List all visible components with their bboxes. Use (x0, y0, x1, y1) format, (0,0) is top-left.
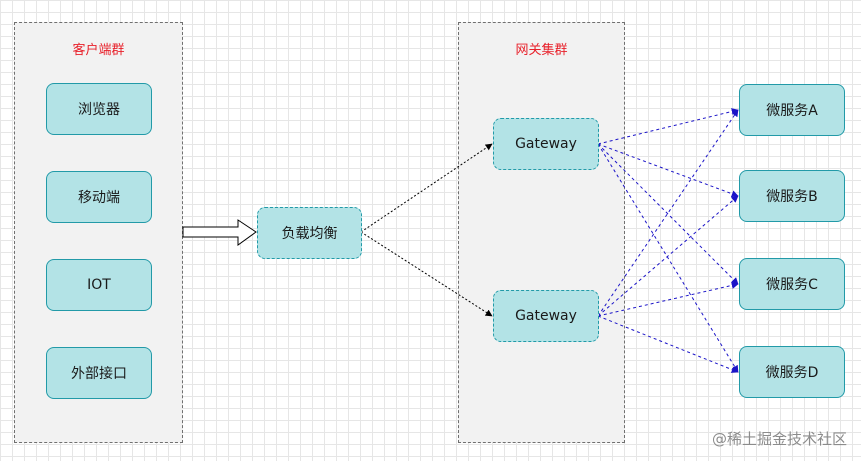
gw2-to-service-b-arrow (597, 195, 739, 317)
gw1-to-service-b-arrow (597, 143, 739, 198)
lb-to-gateway-1-arrow (360, 143, 493, 233)
client-group-title: 客户端群 (72, 43, 125, 58)
lb-to-gateway-2-arrow (360, 231, 493, 317)
gateway-group: 网关集群 (458, 22, 625, 443)
service-node-c: 微服务C (739, 258, 845, 310)
gw2-to-service-a-arrow (597, 109, 739, 317)
service-node-b: 微服务B (739, 170, 845, 222)
service-node-d: 微服务D (739, 346, 845, 398)
gw1-to-service-a-arrow (597, 108, 739, 145)
gw1-to-service-c-arrow (597, 143, 739, 285)
gw2-to-service-c-arrow (597, 281, 739, 317)
client-node-external-api: 外部接口 (46, 347, 152, 399)
watermark: @稀土掘金技术社区 (711, 430, 847, 448)
gw1-to-service-d-arrow (597, 143, 739, 373)
client-node-iot: IOT (46, 259, 152, 311)
gateway-node-1: Gateway (493, 118, 599, 170)
client-to-lb-arrow (182, 219, 257, 246)
load-balancer-node: 负载均衡 (257, 207, 362, 259)
service-node-a: 微服务A (739, 84, 845, 136)
gateway-group-title: 网关集群 (515, 43, 568, 58)
gw2-to-service-d-arrow (597, 315, 739, 373)
client-node-mobile: 移动端 (46, 171, 152, 223)
client-node-browser: 浏览器 (46, 83, 152, 135)
gateway-node-2: Gateway (493, 290, 599, 342)
